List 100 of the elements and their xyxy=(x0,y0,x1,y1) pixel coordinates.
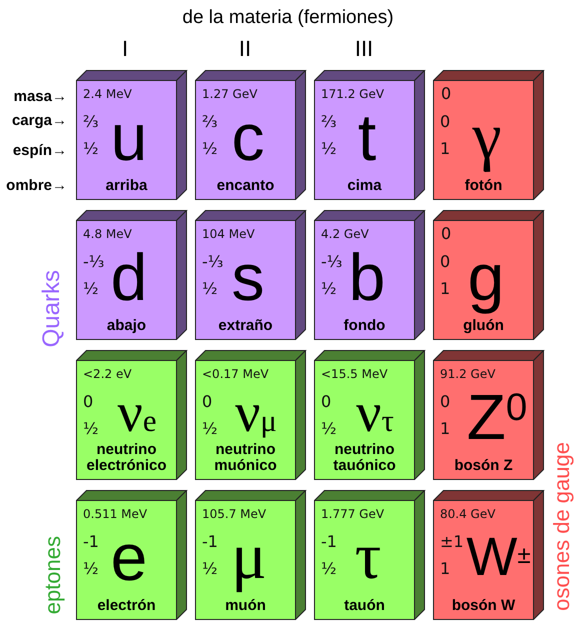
charge-value: ⅔ xyxy=(83,113,99,131)
spin-value: ½ xyxy=(321,560,337,578)
particle-card xyxy=(433,350,545,480)
particle-card xyxy=(433,70,545,200)
particle-card xyxy=(314,70,426,200)
spin-value: ½ xyxy=(83,140,99,158)
particle-symbol: W$^{±}$ xyxy=(465,526,532,589)
spin-value: 1 xyxy=(440,420,450,438)
charge-value: 0 xyxy=(440,393,450,411)
particle-card xyxy=(76,350,188,480)
particle-name: arriba xyxy=(104,178,148,194)
column-heading: II xyxy=(238,36,252,62)
particle-card xyxy=(195,70,307,200)
group-label: osones de gauge xyxy=(549,442,575,611)
mass-value: <0.17 MeV xyxy=(202,367,269,381)
mass-value: 0.511 MeV xyxy=(83,507,148,521)
particle-symbol: γ xyxy=(471,104,503,170)
mass-value: 0 xyxy=(441,85,452,103)
mass-value: 1.27 GeV xyxy=(202,87,258,101)
mass-value: 1.777 GeV xyxy=(321,507,384,521)
spin-value: 1 xyxy=(440,140,450,158)
particle-symbol: b xyxy=(348,244,386,310)
mass-value: 171.2 GeV xyxy=(321,87,384,101)
particle-name: bosón W xyxy=(450,598,516,614)
group-label: Quarks xyxy=(39,270,65,348)
particle-card xyxy=(76,70,188,200)
column-heading: I xyxy=(120,36,130,62)
particle-name: tauón xyxy=(343,598,386,614)
particle-card xyxy=(195,210,307,340)
particle-name: neutrino electrónico xyxy=(85,442,168,474)
row-label: ombre→ xyxy=(5,177,67,195)
spin-value: 1 xyxy=(440,280,450,298)
particle-name: neutrino muónico xyxy=(213,442,278,474)
particle-card xyxy=(195,490,307,620)
particle-name: abajo xyxy=(106,318,148,334)
charge-value: ⅔ xyxy=(321,113,337,131)
particle-symbol: e xyxy=(110,524,148,590)
particle-symbol: u xyxy=(110,104,148,170)
spin-value: ½ xyxy=(83,420,99,438)
charge-value: -⅓ xyxy=(202,253,224,271)
particle-card xyxy=(76,210,188,340)
spin-value: ½ xyxy=(202,140,218,158)
particle-card xyxy=(314,490,426,620)
mass-value: 4.8 MeV xyxy=(83,227,132,241)
spin-value: ½ xyxy=(321,420,337,438)
row-label: espín→ xyxy=(12,142,67,160)
mass-value: 104 MeV xyxy=(202,227,255,241)
spin-value: ½ xyxy=(83,560,99,578)
group-label: eptones xyxy=(40,536,66,614)
particle-symbol: t xyxy=(356,104,378,170)
particle-name: fotón xyxy=(464,178,504,194)
title: de la materia (fermiones) xyxy=(181,6,395,30)
particle-card xyxy=(76,490,188,620)
mass-value: 91.2 GeV xyxy=(440,367,496,381)
charge-value: -⅓ xyxy=(83,253,104,271)
row-label: carga→ xyxy=(10,112,67,130)
particle-symbol: Z$^{0}$ xyxy=(466,384,528,450)
particle-card xyxy=(433,490,545,620)
spin-value: ½ xyxy=(83,280,99,298)
particle-name: fondo xyxy=(342,318,386,334)
particle-card xyxy=(314,350,426,480)
particle-symbol: τ xyxy=(354,524,382,590)
charge-value: 0 xyxy=(202,393,212,411)
charge-value: -1 xyxy=(202,533,218,551)
charge-value: 0 xyxy=(440,113,450,131)
particle-name: cima xyxy=(346,178,383,194)
mass-value: 4.2 GeV xyxy=(321,227,369,241)
column-heading: III xyxy=(354,36,374,62)
particle-symbol: c xyxy=(230,104,266,170)
particle-name: encanto xyxy=(216,178,276,194)
particle-symbol: μ xyxy=(230,524,268,590)
spin-value: ½ xyxy=(202,420,218,438)
particle-name: neutrino tauónico xyxy=(332,442,397,474)
particle-name: electrón xyxy=(96,598,157,614)
mass-value: 2.4 MeV xyxy=(83,87,132,101)
mass-value: 80.4 GeV xyxy=(440,507,496,521)
spin-value: 1 xyxy=(440,560,450,578)
particle-card xyxy=(314,210,426,340)
particle-card xyxy=(195,350,307,480)
mass-value: 105.7 MeV xyxy=(202,507,266,521)
particle-symbol: d xyxy=(110,244,148,310)
particle-name: gluón xyxy=(462,318,505,334)
charge-value: ⅔ xyxy=(202,113,218,131)
row-label: masa→ xyxy=(12,88,67,106)
charge-value: -1 xyxy=(321,533,337,551)
charge-value: ±1 xyxy=(440,533,464,551)
particle-card xyxy=(433,210,545,340)
particle-name: extraño xyxy=(217,318,274,334)
particle-name: muón xyxy=(224,598,267,614)
mass-value: <2.2 eV xyxy=(83,367,132,381)
charge-value: -⅓ xyxy=(321,253,342,271)
particle-name: bosón Z xyxy=(453,458,514,474)
spin-value: ½ xyxy=(202,280,218,298)
spin-value: ½ xyxy=(321,280,337,298)
spin-value: ½ xyxy=(202,560,218,578)
mass-value: <15.5 MeV xyxy=(321,367,388,381)
charge-value: 0 xyxy=(440,253,450,271)
particle-symbol: s xyxy=(230,244,266,310)
charge-value: -1 xyxy=(83,533,99,551)
charge-value: 0 xyxy=(83,393,94,411)
